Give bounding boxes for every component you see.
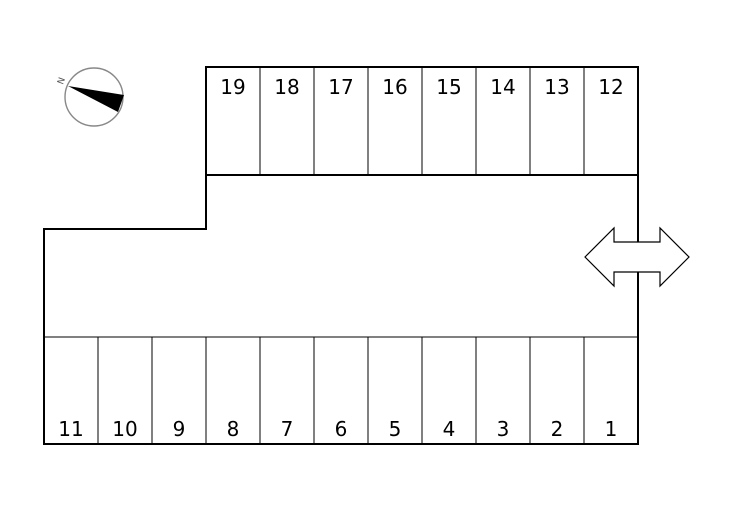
stall-number-5: 5: [389, 417, 402, 441]
compass-north-label: N: [56, 76, 68, 86]
stall-number-11: 11: [58, 417, 83, 441]
stall-number-3: 3: [497, 417, 510, 441]
stall-number-6: 6: [335, 417, 348, 441]
stall-number-12: 12: [598, 75, 623, 99]
top-row-stalls: 19 18 17 16 15 14 13 12: [220, 67, 624, 175]
stall-number-13: 13: [544, 75, 569, 99]
stall-number-16: 16: [382, 75, 407, 99]
stall-number-15: 15: [436, 75, 461, 99]
stall-number-18: 18: [274, 75, 299, 99]
compass-needle-icon: [68, 86, 124, 112]
stall-number-17: 17: [328, 75, 353, 99]
stall-number-9: 9: [173, 417, 186, 441]
lot-outline: [43, 66, 639, 445]
stall-number-7: 7: [281, 417, 294, 441]
stall-number-4: 4: [443, 417, 456, 441]
stall-number-2: 2: [551, 417, 564, 441]
stall-number-8: 8: [227, 417, 240, 441]
double-arrow-icon: [584, 226, 690, 288]
compass: N: [56, 67, 124, 127]
bottom-row-stalls: 11 10 9 8 7 6 5 4 3 2 1: [58, 337, 617, 444]
stall-number-1: 1: [605, 417, 618, 441]
stall-number-19: 19: [220, 75, 245, 99]
stall-number-10: 10: [112, 417, 137, 441]
stall-number-14: 14: [490, 75, 515, 99]
